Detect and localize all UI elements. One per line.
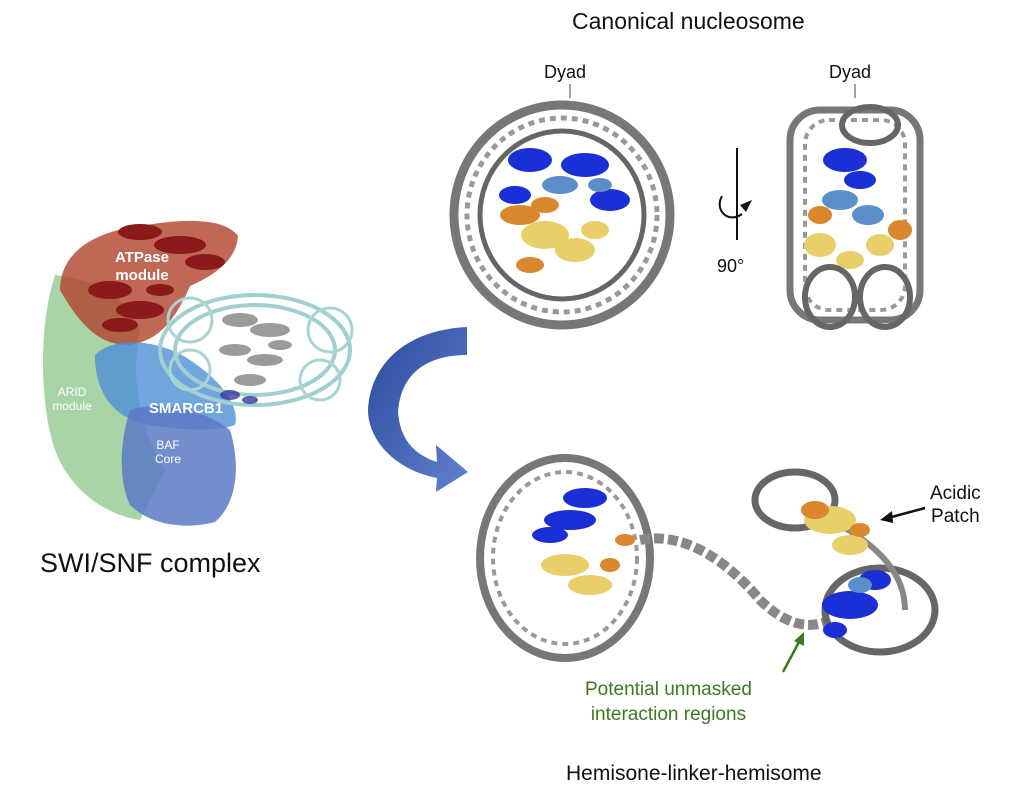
swi-snf-complex-graphic xyxy=(42,220,354,526)
rotation-label: 90° xyxy=(717,256,745,276)
baf-label-line2: Core xyxy=(155,452,181,466)
acidic-patch-label: Acidic Patch xyxy=(930,482,981,528)
arid-label-line1: ARID xyxy=(58,385,87,399)
canonical-nucleosome-title: Canonical nucleosome xyxy=(572,8,805,34)
canonical-nucleosome-front xyxy=(449,84,675,330)
potential-line2: interaction regions xyxy=(590,704,747,725)
rotation-axis-icon xyxy=(718,148,752,240)
dyad-label-right: Dyad xyxy=(829,62,872,82)
potential-region-arrow xyxy=(781,632,804,673)
atpase-helices xyxy=(88,224,225,332)
hemisome-title: Hemisone-linker-hemisome xyxy=(566,762,822,785)
baf-label-line1: BAF xyxy=(156,438,179,452)
smarcb1-shape xyxy=(95,342,236,430)
acidic-patch-arrow xyxy=(880,506,926,523)
dyad-label-left: Dyad xyxy=(544,62,587,82)
arid-label-line2: module xyxy=(52,399,92,413)
smarcb1-label: SMARCB1 xyxy=(149,400,223,417)
atpase-label-line1: ATPase xyxy=(115,249,169,266)
complex-module-labels: ATPase module ARID module SMARCB1 BAF Co… xyxy=(52,249,223,466)
hemisome-linker-hemisome xyxy=(476,454,939,662)
atpase-label-line2: module xyxy=(115,267,168,284)
acidic-patch-line1: Acidic xyxy=(930,483,981,504)
acidic-patch-line2: Patch xyxy=(931,506,980,527)
swi-snf-title: SWI/SNF complex xyxy=(40,548,261,578)
potential-line1: Potential unmasked xyxy=(585,679,752,700)
complex-nucleosome xyxy=(158,293,354,407)
curved-transition-arrow xyxy=(368,327,468,492)
baf-core-shape xyxy=(121,406,236,526)
potential-regions-label: Potential unmasked interaction regions xyxy=(585,677,752,727)
canonical-nucleosome-side xyxy=(786,84,924,330)
